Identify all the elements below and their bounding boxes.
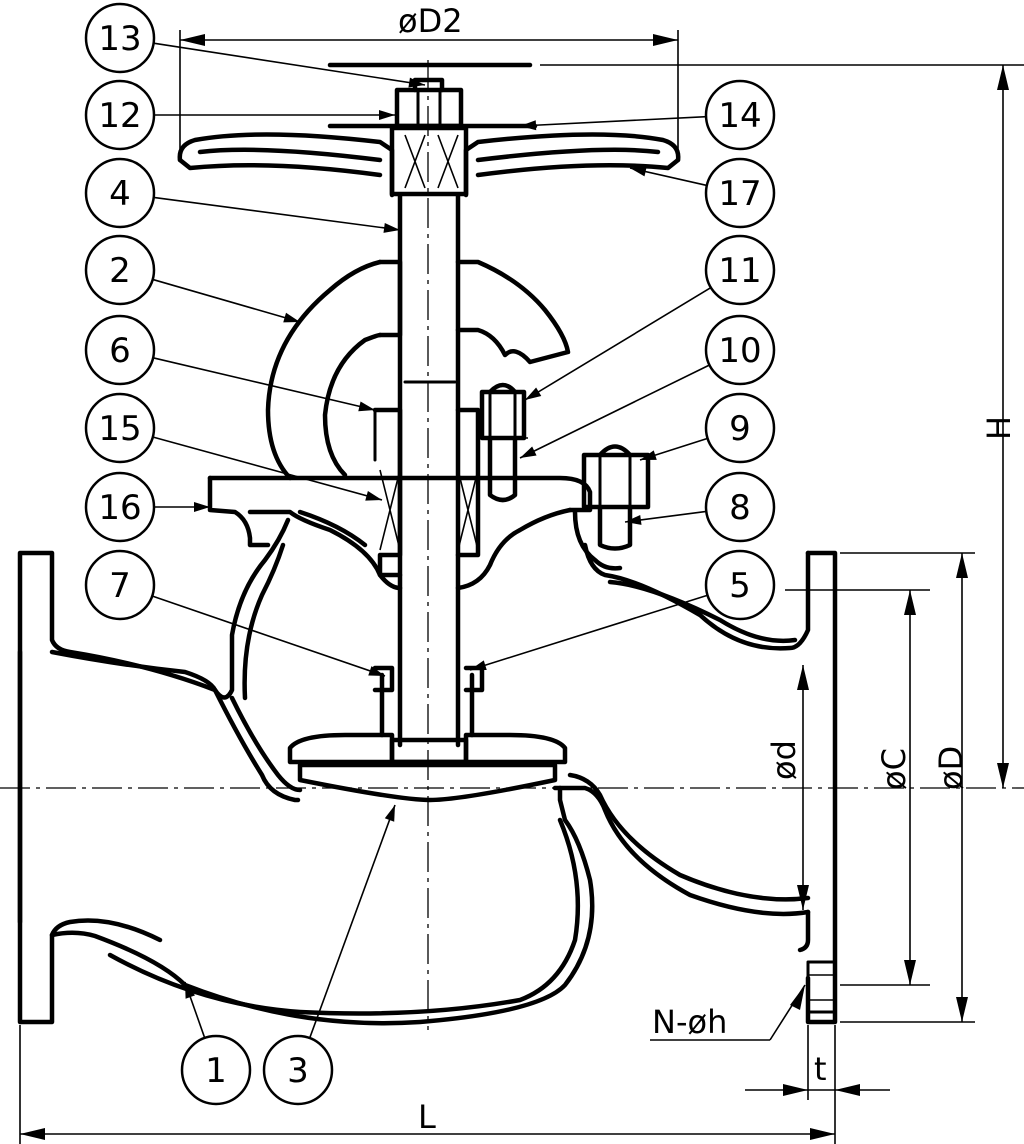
callout-circle-15 <box>84 392 156 464</box>
callout-leader-15 <box>152 436 383 501</box>
callout-number-1: 1 <box>205 1051 227 1091</box>
callout-number-6: 6 <box>109 331 131 371</box>
dim-c-label: øC <box>875 748 913 790</box>
callout-arrow-4 <box>383 222 400 233</box>
callout-arrow-17 <box>630 166 647 177</box>
callout-leader-3 <box>308 804 396 1039</box>
callout-circle-2 <box>84 234 156 306</box>
callout-circle-7 <box>84 549 156 621</box>
callout-arrow-13 <box>408 77 425 88</box>
callout-circle-14 <box>704 79 776 151</box>
callout-circle-12 <box>84 79 156 151</box>
callout-number-9: 9 <box>729 409 751 449</box>
callout-arrow-5 <box>470 660 487 670</box>
callout-circle-8 <box>704 471 776 543</box>
callout-leader-13 <box>153 42 426 86</box>
callout-number-7: 7 <box>109 566 131 606</box>
callout-number-10: 10 <box>718 331 761 371</box>
dim-t-label: t <box>814 1050 827 1088</box>
callout-number-12: 12 <box>98 96 141 136</box>
callout-arrow-2 <box>283 312 300 323</box>
callout-leader-11 <box>524 286 712 401</box>
bolt-hole <box>806 960 837 1014</box>
callout-circle-4 <box>84 157 156 229</box>
callout-arrow-3 <box>384 805 395 822</box>
callout-leader-6 <box>152 357 376 411</box>
callout-number-13: 13 <box>98 19 141 59</box>
callout-leader-7 <box>151 595 386 677</box>
dim-nh-label: N-øh <box>652 1003 727 1041</box>
bonnet-flange <box>207 475 623 591</box>
callout-arrow-1 <box>185 982 196 999</box>
callout-leader-10 <box>519 364 710 459</box>
callout-number-8: 8 <box>729 488 751 528</box>
callout-circle-13 <box>84 2 156 74</box>
callout-arrow-15 <box>365 490 382 501</box>
callout-arrow-8 <box>625 514 642 525</box>
callout-circle-9 <box>704 392 776 464</box>
callout-leader-5 <box>469 594 708 671</box>
body-lower-bowl <box>49 785 595 1026</box>
callout-arrow-11 <box>525 387 542 400</box>
callout-number-5: 5 <box>729 566 751 606</box>
callout-number-4: 4 <box>109 174 131 214</box>
callout-number-2: 2 <box>109 251 131 291</box>
callout-number-14: 14 <box>718 96 761 136</box>
callout-leader-2 <box>152 278 301 323</box>
callout-arrow-6 <box>358 401 375 412</box>
top-nut <box>327 62 538 129</box>
dim-outer-d-label: øD <box>932 746 970 790</box>
dimensions: øD2 H ød øC øD N-øh <box>19 2 1024 1144</box>
gland-bolt <box>478 382 528 503</box>
callout-number-11: 11 <box>718 251 761 291</box>
callout-arrow-10 <box>520 446 537 458</box>
body-bolt <box>581 444 651 551</box>
callout-circle-10 <box>704 314 776 386</box>
callout-number-17: 17 <box>718 174 761 214</box>
bonnet <box>265 259 571 578</box>
callout-arrow-16 <box>194 502 210 512</box>
callout-circle-6 <box>84 314 156 386</box>
callout-leader-4 <box>153 196 401 231</box>
callout-circle-16 <box>84 471 156 543</box>
callout-arrow-14 <box>520 120 537 131</box>
handwheel <box>177 125 681 198</box>
disc <box>287 665 568 803</box>
callout-number-16: 16 <box>98 488 141 528</box>
callout-arrow-7 <box>368 666 385 676</box>
callout-leader-14 <box>519 115 707 127</box>
callout-circle-3 <box>262 1034 334 1106</box>
callout-circle-1 <box>180 1034 252 1106</box>
callout-number-3: 3 <box>287 1051 309 1091</box>
dim-d2-label: øD2 <box>398 2 463 40</box>
valve-body <box>17 517 838 1026</box>
callout-circle-17 <box>704 157 776 229</box>
dim-d-label: ød <box>765 740 803 780</box>
dim-h-label: H <box>980 416 1018 440</box>
callout-circle-11 <box>704 234 776 306</box>
callout-number-15: 15 <box>98 409 141 449</box>
callout-arrow-9 <box>640 450 657 460</box>
dim-l-label: L <box>418 1098 436 1136</box>
callout-arrow-12 <box>379 110 395 120</box>
callout-circle-5 <box>704 549 776 621</box>
